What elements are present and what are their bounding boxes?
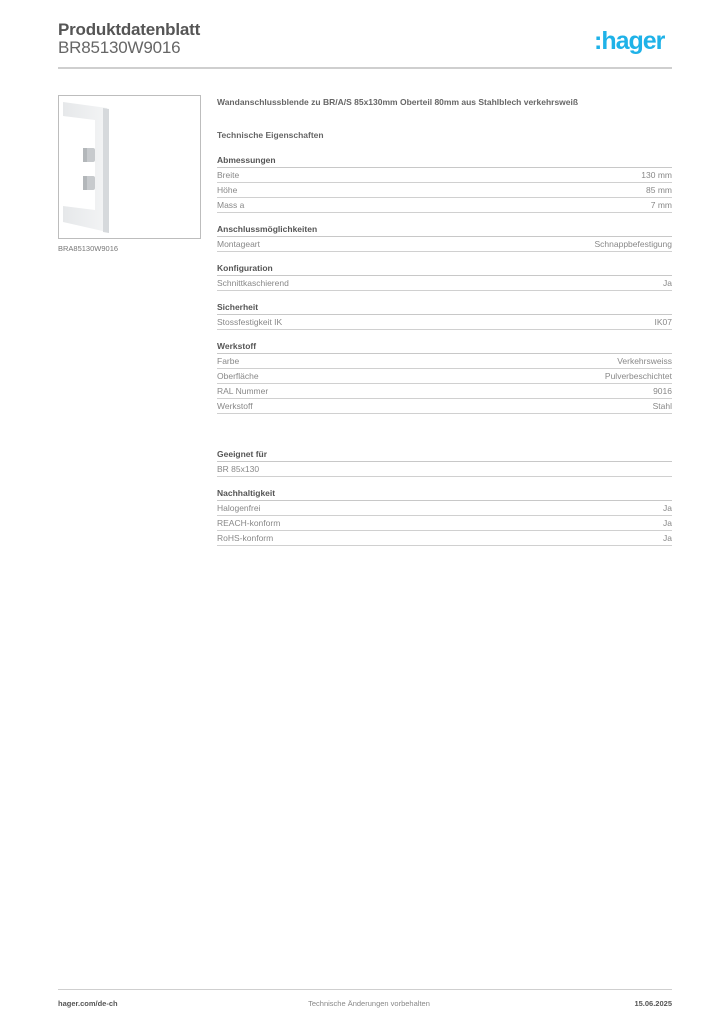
tech-properties-title: Technische Eigenschaften	[217, 130, 324, 140]
logo-text: hager	[601, 27, 665, 55]
footer-website-link[interactable]: hager.com/de-ch	[58, 999, 118, 1008]
row-value: Pulverbeschichtet	[604, 371, 672, 381]
table-row: Farbe Verkehrsweiss	[217, 354, 672, 369]
section-title: Sicherheit	[217, 301, 672, 315]
row-value: Stahl	[652, 401, 672, 411]
row-value: Ja	[663, 278, 672, 288]
footer-date: 15.06.2025	[634, 999, 672, 1008]
row-value: 7 mm	[650, 200, 672, 210]
section-title: Konfiguration	[217, 262, 672, 276]
table-row: Mass a 7 mm	[217, 198, 672, 213]
section-anschluss: Anschlussmöglichkeiten Montageart Schnapp…	[217, 223, 672, 252]
table-row: REACH-konform Ja	[217, 516, 672, 531]
footer-notice: Technische Änderungen vorbehalten	[308, 999, 430, 1008]
section-title: Geeignet für	[217, 448, 672, 462]
product-details: Wandanschlussblende zu BR/A/S 85x130mm O…	[217, 96, 672, 546]
table-row: Schnittkaschierend Ja	[217, 276, 672, 291]
row-label: Oberfläche	[217, 371, 259, 381]
section-konfiguration: Konfiguration Schnittkaschierend Ja	[217, 262, 672, 291]
row-value: IK07	[654, 317, 673, 327]
row-label: Montageart	[217, 239, 260, 249]
row-value: Schnappbefestigung	[594, 239, 672, 249]
product-photo-icon	[63, 102, 109, 233]
row-label: Mass a	[217, 200, 245, 210]
row-label: REACH-konform	[217, 518, 281, 528]
table-row: BR 85x130	[217, 462, 672, 477]
table-row: Montageart Schnappbefestigung	[217, 237, 672, 252]
row-label: Breite	[217, 170, 240, 180]
row-label: Schnittkaschierend	[217, 278, 289, 288]
table-row: Oberfläche Pulverbeschichtet	[217, 369, 672, 384]
row-label: Höhe	[217, 185, 238, 195]
page-title: Produktdatenblatt	[58, 20, 201, 39]
hager-logo: :hager	[594, 27, 665, 55]
table-row: Halogenfrei Ja	[217, 501, 672, 516]
product-image	[58, 95, 201, 239]
row-label: RAL Nummer	[217, 386, 269, 396]
section-title: Werkstoff	[217, 340, 672, 354]
product-code: BR85130W9016	[58, 38, 181, 57]
section-title: Anschlussmöglichkeiten	[217, 223, 672, 237]
footer-divider	[58, 989, 672, 990]
row-value: Verkehrsweiss	[617, 356, 672, 366]
row-label: Halogenfrei	[217, 503, 261, 513]
table-row: Werkstoff Stahl	[217, 399, 672, 414]
row-label: RoHS-konform	[217, 533, 274, 543]
section-geeignet-fuer: Geeignet für BR 85x130	[217, 448, 672, 477]
section-werkstoff: Werkstoff Farbe Verkehrsweiss Oberfläche P…	[217, 340, 672, 414]
table-row: Stossfestigkeit IK IK07	[217, 315, 672, 330]
image-caption: BRA85130W9016	[58, 244, 119, 253]
section-abmessungen: Abmessungen Breite 130 mm Höhe 85 mm Mass …	[217, 154, 672, 213]
row-value: 85 mm	[646, 185, 672, 195]
row-value: 9016	[653, 386, 672, 396]
table-row: Breite 130 mm	[217, 168, 672, 183]
row-value: Ja	[663, 533, 672, 543]
row-label: Stossfestigkeit IK	[217, 317, 283, 327]
table-row: RAL Nummer 9016	[217, 384, 672, 399]
table-row: Höhe 85 mm	[217, 183, 672, 198]
section-title: Nachhaltigkeit	[217, 487, 672, 501]
row-label: Farbe	[217, 356, 240, 366]
section-title: Abmessungen	[217, 154, 672, 168]
header-divider	[58, 67, 672, 69]
section-sicherheit: Sicherheit Stossfestigkeit IK IK07	[217, 301, 672, 330]
product-description: Wandanschlussblende zu BR/A/S 85x130mm O…	[217, 97, 579, 107]
row-value: 130 mm	[641, 170, 672, 180]
row-value: Ja	[663, 518, 672, 528]
row-label: BR 85x130	[217, 464, 260, 474]
row-value: Ja	[663, 503, 672, 513]
row-label: Werkstoff	[217, 401, 253, 411]
logo-colon: :	[594, 27, 602, 55]
table-row: RoHS-konform Ja	[217, 531, 672, 546]
